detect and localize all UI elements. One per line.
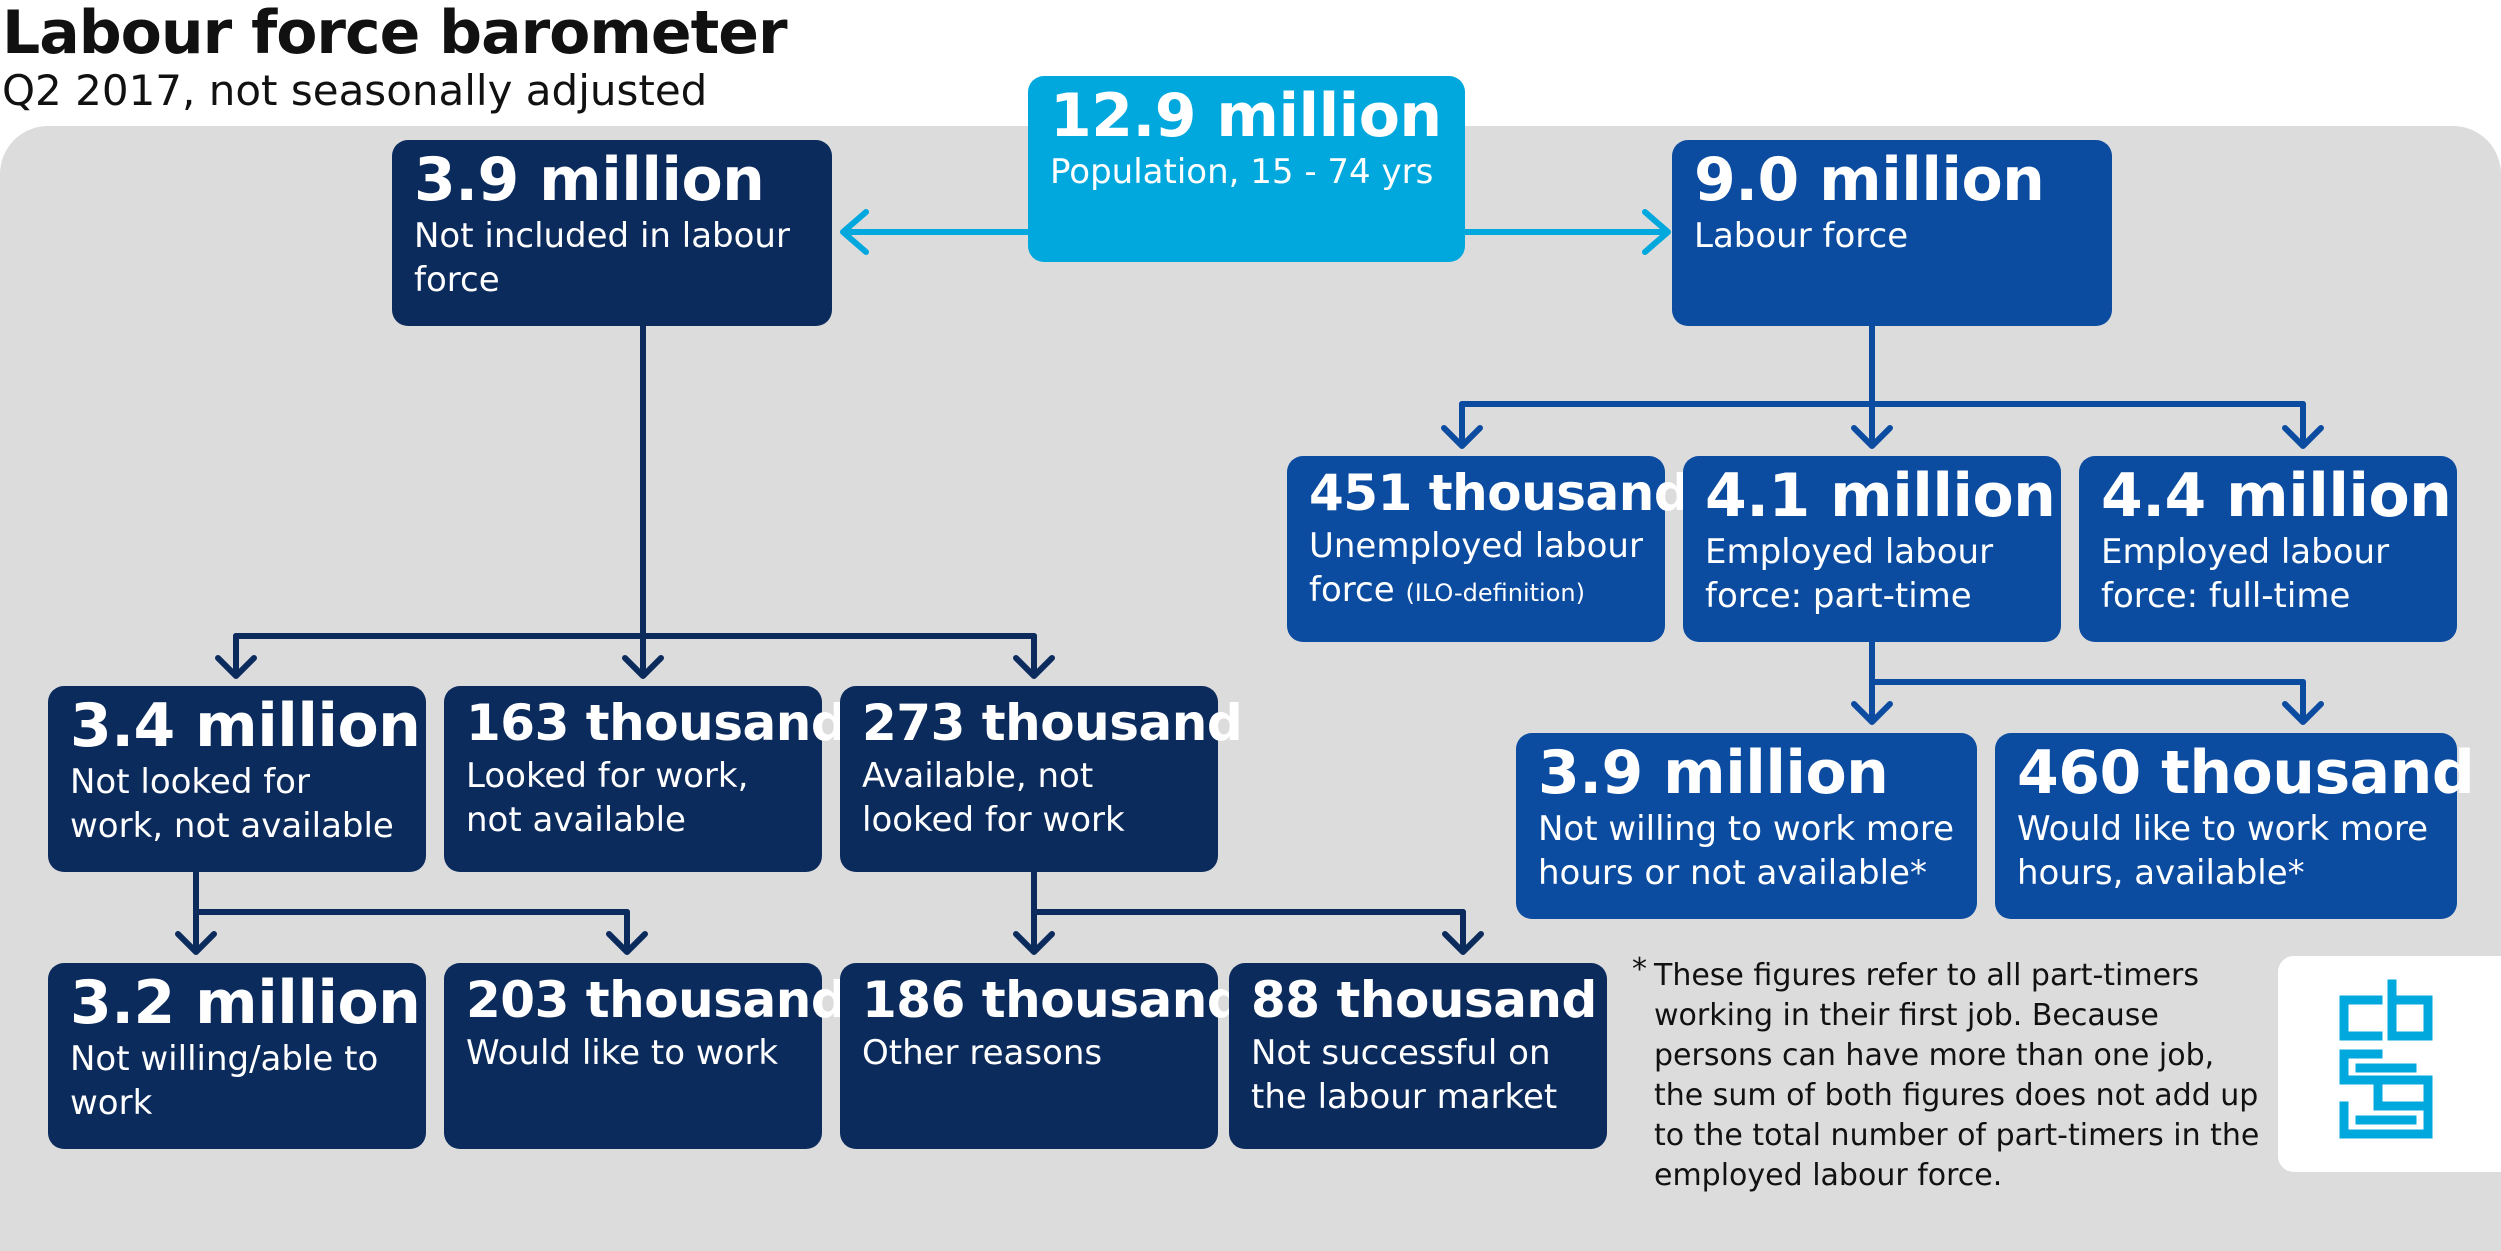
node-label: Not willing to work more hours or not av…	[1538, 809, 1955, 893]
node-employed-full-time: 4.4 million Employed labour force: full-…	[2079, 456, 2457, 642]
node-not-looked-not-available: 3.4 million Not looked for work, not ava…	[48, 686, 426, 872]
node-other-reasons: 186 thousand Other reasons	[840, 963, 1243, 1149]
node-label: Would like to work	[466, 1033, 779, 1073]
arrow-to-labour-force	[1462, 209, 1671, 255]
arrow-to-would-like-to-work	[606, 909, 648, 955]
node-value: 4.4 million	[2101, 461, 2452, 531]
node-employed-part-time: 4.1 million Employed labour force: part-…	[1683, 456, 2061, 642]
arrow-to-other-reasons	[1013, 909, 1055, 955]
node-value: 460 thousand	[2017, 738, 2475, 808]
node-looked-not-available: 163 thousand Looked for work, not availa…	[444, 686, 847, 872]
node-label: Not included in labour force	[414, 216, 790, 300]
node-label: Not willing/able to work	[70, 1039, 379, 1123]
node-label: Available, not looked for work	[862, 756, 1125, 840]
node-label: Population, 15 - 74 yrs	[1050, 152, 1434, 192]
footnote: * These figures refer to all part-timers…	[1632, 952, 2272, 1196]
page-subtitle: Q2 2017, not seasonally adjusted	[2, 66, 708, 115]
node-value: 203 thousand	[466, 971, 847, 1029]
arrow-to-not-successful	[1442, 909, 1484, 955]
node-not-willing-able: 3.2 million Not willing/able to work	[48, 963, 426, 1149]
node-label-text: Unemployed labour force	[1309, 526, 1643, 610]
node-value: 3.2 million	[70, 968, 421, 1038]
node-would-like-more-hours: 460 thousand Would like to work more hou…	[1995, 733, 2475, 919]
arrow-to-not-willing-able	[175, 909, 217, 955]
node-value: 163 thousand	[466, 694, 847, 752]
population-connectors	[840, 209, 1671, 255]
arrow-to-available-not-looked	[1013, 633, 1055, 679]
node-label: Other reasons	[862, 1033, 1103, 1073]
node-label: Not looked for work, not available	[70, 762, 394, 846]
node-value: 3.9 million	[414, 145, 765, 215]
arrow-to-not-in-labour-force	[840, 209, 1031, 255]
logo-container	[2278, 956, 2501, 1172]
node-value: 3.4 million	[70, 691, 421, 761]
node-label: Not successful on the labour market	[1251, 1033, 1558, 1117]
node-would-like-to-work: 203 thousand Would like to work	[444, 963, 847, 1149]
labour-force-connectors	[1441, 323, 2324, 725]
arrow-to-not-looked-not-available	[215, 633, 257, 679]
node-value: 451 thousand	[1309, 464, 1690, 522]
arrow-to-would-like-more-hours	[2282, 679, 2324, 725]
node-label: Labour force	[1694, 216, 1909, 256]
node-available-not-looked: 273 thousand Available, not looked for w…	[840, 686, 1243, 872]
node-value: 9.0 million	[1694, 145, 2045, 215]
node-population: 12.9 million Population, 15 - 74 yrs	[1028, 76, 1465, 262]
node-labour-force: 9.0 million Labour force	[1672, 140, 2112, 326]
footnote-text: These figures refer to all part-timers w…	[1654, 958, 2260, 1193]
node-label: Employed labour force: full-time	[2101, 532, 2390, 616]
arrow-to-unemployed	[1441, 401, 1483, 449]
node-not-willing-more-hours: 3.9 million Not willing to work more hou…	[1516, 733, 1977, 919]
node-label: Would like to work more hours, available…	[2017, 809, 2429, 893]
node-value: 88 thousand	[1251, 971, 1597, 1029]
node-value: 273 thousand	[862, 694, 1243, 752]
not-labour-force-connectors	[175, 323, 1484, 955]
node-value: 4.1 million	[1705, 461, 2056, 531]
arrow-to-part-time	[1851, 401, 1893, 449]
footnote-marker: *	[1632, 952, 1647, 987]
node-unemployed: 451 thousand Unemployed labour force (IL…	[1287, 456, 1690, 642]
node-not-successful: 88 thousand Not successful on the labour…	[1229, 963, 1607, 1149]
arrow-to-full-time	[2282, 401, 2324, 449]
node-value: 186 thousand	[862, 971, 1243, 1029]
cbs-logo-icon	[2339, 979, 2433, 1139]
node-label: Unemployed labour force (ILO-definition)	[1309, 524, 1645, 615]
arrow-to-not-willing-more-hours	[1851, 679, 1893, 725]
node-note: (ILO-definition)	[1405, 579, 1585, 607]
page-title: Labour force barometer	[2, 0, 788, 68]
node-label: Employed labour force: part-time	[1705, 532, 1994, 616]
arrow-to-looked-not-available	[622, 633, 664, 679]
node-value: 12.9 million	[1050, 81, 1442, 151]
node-not-in-labour-force: 3.9 million Not included in labour force	[392, 140, 832, 326]
node-value: 3.9 million	[1538, 738, 1889, 808]
node-label: Looked for work, not available	[466, 756, 749, 840]
